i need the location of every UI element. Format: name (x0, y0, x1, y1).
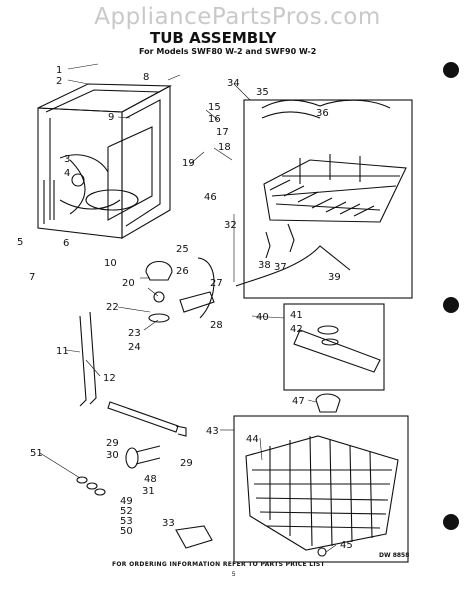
binder-hole-icon (443, 297, 459, 313)
callout-41: 41 (290, 310, 303, 321)
callout-23: 23 (128, 328, 141, 339)
callout-18: 18 (218, 142, 231, 153)
callout-45: 45 (340, 540, 353, 551)
callout-7: 7 (29, 272, 35, 283)
callout-12: 12 (103, 373, 116, 384)
callout-29-right: 29 (180, 458, 193, 469)
callout-38: 38 (258, 260, 271, 271)
binder-hole-icon (443, 514, 459, 530)
callout-36: 36 (316, 108, 329, 119)
callout-4: 4 (64, 168, 70, 179)
watermark: AppliancePartsPros.com (94, 4, 381, 30)
callout-48: 48 (144, 474, 157, 485)
callout-42: 42 (290, 324, 303, 335)
callout-3: 3 (64, 154, 70, 165)
callout-51: 51 (30, 448, 43, 459)
fill-tube-illustration (76, 311, 213, 549)
callout-30: 30 (106, 450, 119, 461)
callout-19: 19 (182, 158, 195, 169)
callout-22: 22 (106, 302, 119, 313)
callout-49: 49 (120, 496, 133, 507)
spray-arm-parts-illustration (145, 257, 385, 413)
leader-lines (39, 63, 337, 553)
callout-27: 27 (210, 278, 223, 289)
callout-29-left: 29 (106, 438, 119, 449)
callout-17: 17 (216, 127, 229, 138)
callout-15: 15 (208, 102, 221, 113)
callout-37: 37 (274, 262, 287, 273)
callout-5: 5 (17, 237, 23, 248)
callout-50: 50 (120, 526, 133, 537)
callout-35: 35 (256, 87, 269, 98)
callout-20: 20 (122, 278, 135, 289)
callout-53: 53 (120, 516, 133, 527)
callout-32: 32 (224, 220, 237, 231)
callout-28: 28 (210, 320, 223, 331)
callout-43: 43 (206, 426, 219, 437)
tub-illustration (37, 83, 173, 239)
drawing-code: DW 8858 (379, 552, 410, 559)
callout-25: 25 (176, 244, 189, 255)
binder-hole-icon (443, 62, 459, 78)
callout-24: 24 (128, 342, 141, 353)
upper-rack-illustration (235, 99, 413, 299)
callout-47: 47 (292, 396, 305, 407)
callout-11: 11 (56, 346, 69, 357)
callout-34: 34 (227, 78, 240, 89)
callout-33: 33 (162, 518, 175, 529)
page-number: 5 (232, 572, 236, 578)
diagram-subtitle: For Models SWF80 W-2 and SWF90 W-2 (139, 47, 317, 56)
callout-39: 39 (328, 272, 341, 283)
ordering-info-footer: FOR ORDERING INFORMATION REFER TO PARTS … (112, 561, 325, 568)
callout-1: 1 (56, 65, 62, 76)
callout-8: 8 (143, 72, 149, 83)
diagram-title: TUB ASSEMBLY (150, 29, 277, 47)
callout-26: 26 (176, 266, 189, 277)
callout-labels: 1 2 3 4 5 6 7 8 9 10 11 12 15 16 17 18 1… (17, 65, 353, 551)
callout-44: 44 (246, 434, 259, 445)
callout-16: 16 (208, 114, 221, 125)
callout-40: 40 (256, 312, 269, 323)
callout-10: 10 (104, 258, 117, 269)
callout-2: 2 (56, 76, 62, 87)
callout-52: 52 (120, 506, 133, 517)
callout-6: 6 (63, 238, 69, 249)
callout-46: 46 (204, 192, 217, 203)
callout-9: 9 (108, 112, 114, 123)
callout-31: 31 (142, 486, 155, 497)
lower-rack-illustration (233, 415, 409, 563)
